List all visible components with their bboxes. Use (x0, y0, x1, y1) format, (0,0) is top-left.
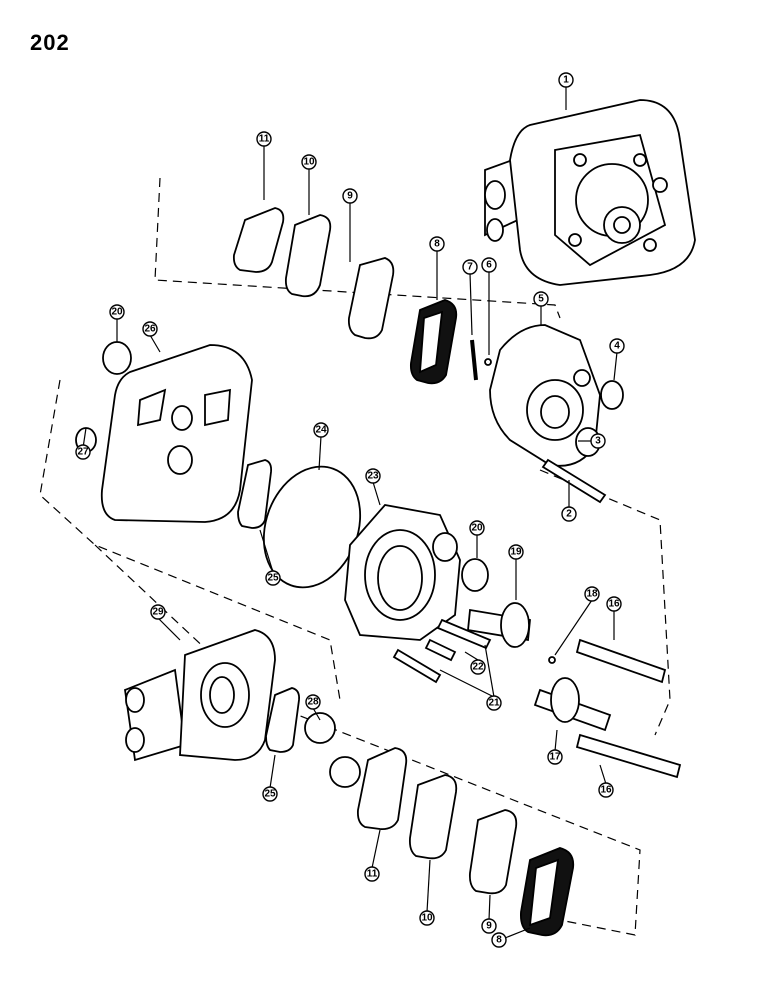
part-2-bolt (541, 458, 607, 504)
svg-text:19: 19 (510, 547, 522, 558)
callout-1-label: 1 (563, 75, 569, 86)
part-26-center-plate (100, 344, 253, 523)
svg-text:8: 8 (496, 935, 502, 946)
callout-25-lower: 25 (262, 786, 278, 802)
svg-text:16: 16 (608, 599, 620, 610)
callout-21: 21 (486, 695, 502, 711)
part-8-seal-plate-lower (519, 847, 575, 937)
callout-27: 27 (75, 444, 91, 460)
part-11-plate-upper (232, 207, 285, 273)
part-8-seal-plate-upper (409, 299, 458, 385)
callout-1: 1 (558, 72, 574, 88)
callout-16-upper: 16 (606, 596, 622, 612)
svg-text:22: 22 (472, 662, 484, 673)
svg-text:24: 24 (315, 425, 327, 436)
svg-text:2: 2 (566, 509, 572, 520)
callout-24: 24 (313, 422, 329, 438)
leader-lines (82, 86, 618, 939)
callout-26: 26 (142, 321, 158, 337)
svg-text:26: 26 (144, 324, 156, 335)
part-29-rear-pump-body (124, 629, 276, 762)
part-28-gears (304, 712, 361, 788)
part-9-plate-lower (468, 809, 518, 895)
part-10-gasket-lower (408, 774, 458, 860)
middle-assembly-dashed-outline (39, 379, 341, 701)
svg-text:4: 4 (614, 341, 620, 352)
callout-16-lower: 16 (598, 782, 614, 798)
callout-22: 22 (470, 659, 486, 675)
svg-text:18: 18 (586, 589, 598, 600)
page-number: 202 (30, 30, 70, 55)
callout-20-lower: 20 (469, 520, 485, 536)
part-20-o-ring-upper (102, 341, 132, 375)
part-25-plate-middle (237, 459, 273, 529)
part-22-bolt (424, 638, 457, 662)
callout-29: 29 (150, 604, 166, 620)
svg-text:20: 20 (111, 307, 123, 318)
callout-3: 3 (590, 433, 606, 449)
callout-7: 7 (462, 259, 478, 275)
part-20-o-ring-lower (461, 558, 489, 592)
part-16-shaft-upper (575, 638, 667, 684)
svg-text:28: 28 (307, 697, 319, 708)
callout-17: 17 (547, 749, 563, 765)
callout-11-lower: 11 (364, 866, 380, 882)
svg-text:10: 10 (303, 157, 315, 168)
part-5-bearing-housing (489, 324, 601, 467)
svg-text:7: 7 (467, 262, 473, 273)
part-9-plate-upper (347, 257, 395, 340)
callout-6: 6 (481, 257, 497, 273)
part-25-plate-lower (265, 687, 301, 753)
callout-2: 2 (561, 506, 577, 522)
part-21-bolt-b (392, 648, 442, 684)
callout-9-upper: 9 (342, 188, 358, 204)
part-17-driven-gear-shaft (533, 677, 612, 732)
callout-20-upper: 20 (109, 304, 125, 320)
part-7-spring (470, 339, 478, 381)
callout-10-upper: 10 (301, 154, 317, 170)
part-11-plate-lower (356, 747, 408, 830)
svg-text:27: 27 (77, 447, 89, 458)
svg-text:21: 21 (488, 698, 500, 709)
svg-text:17: 17 (549, 752, 561, 763)
callout-18: 18 (584, 586, 600, 602)
svg-text:9: 9 (347, 191, 353, 202)
svg-text:11: 11 (259, 134, 270, 145)
svg-text:8: 8 (434, 239, 440, 250)
part-1-front-pump-body (484, 99, 696, 286)
svg-text:25: 25 (264, 789, 276, 800)
callout-11-upper: 11 (256, 131, 272, 147)
callout-8-upper: 8 (429, 236, 445, 252)
svg-text:9: 9 (486, 921, 492, 932)
callout-8-lower: 8 (491, 932, 507, 948)
part-4-o-ring (600, 380, 624, 410)
callout-25-middle: 25 (265, 570, 281, 586)
svg-text:10: 10 (421, 913, 433, 924)
part-18-pin (548, 656, 556, 664)
part-19-drive-gear-shaft (467, 602, 531, 648)
part-16-shaft-lower (575, 733, 682, 779)
callout-9-lower: 9 (481, 918, 497, 934)
callout-4: 4 (609, 338, 625, 354)
svg-text:29: 29 (152, 607, 164, 618)
svg-text:11: 11 (367, 869, 378, 880)
part-23-gear-housing (344, 504, 461, 641)
callout-23: 23 (365, 468, 381, 484)
svg-text:5: 5 (538, 294, 544, 305)
svg-text:20: 20 (471, 523, 483, 534)
svg-text:16: 16 (600, 785, 612, 796)
callout-19: 19 (508, 544, 524, 560)
svg-text:3: 3 (595, 436, 601, 447)
svg-text:25: 25 (267, 573, 279, 584)
callout-28: 28 (305, 694, 321, 710)
callout-5: 5 (533, 291, 549, 307)
part-10-gasket-upper (284, 214, 332, 298)
svg-text:6: 6 (486, 260, 492, 271)
part-6-ball (484, 358, 492, 366)
callout-10-lower: 10 (419, 910, 435, 926)
svg-text:23: 23 (367, 471, 379, 482)
